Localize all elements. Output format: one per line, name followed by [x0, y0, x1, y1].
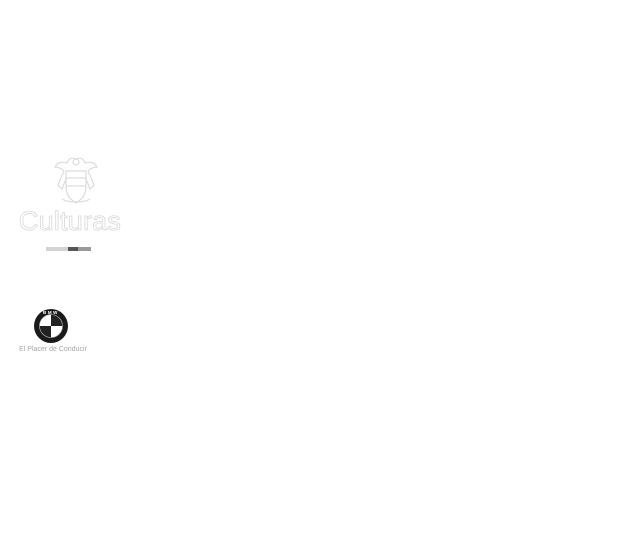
- color-strip: [46, 247, 91, 251]
- color-strip-segment: [78, 247, 91, 251]
- culturas-logo: Culturas: [8, 155, 132, 255]
- bmw-roundel-icon: BMW: [34, 309, 68, 343]
- coat-of-arms-icon: [54, 157, 98, 204]
- culturas-wordmark: Culturas: [18, 206, 122, 237]
- bmw-roundel-letters: BMW: [43, 310, 59, 315]
- color-strip-segment: [46, 247, 68, 251]
- bmw-tagline: El Placer de Conducir: [19, 346, 87, 353]
- bmw-logo: BMW El Placer de Conducir: [8, 308, 98, 358]
- color-strip-segment: [68, 247, 78, 251]
